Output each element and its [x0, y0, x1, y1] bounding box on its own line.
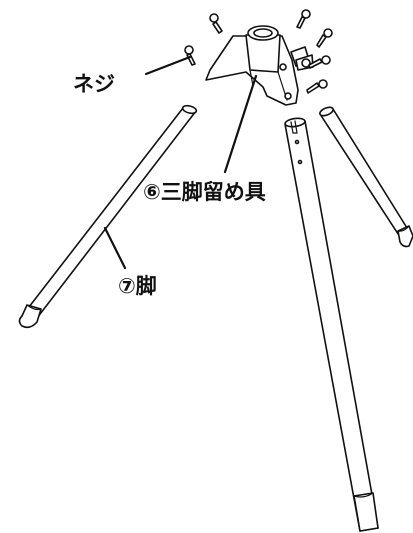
- leg-right: [319, 106, 413, 248]
- screw-icon: [296, 9, 311, 29]
- screw-icon: [308, 55, 331, 69]
- screw-icon: [316, 28, 333, 48]
- tripod-bracket: [205, 25, 314, 106]
- leg-leader-line: [103, 226, 127, 270]
- leg-label: ⑦脚: [118, 274, 157, 298]
- screw-icon: [184, 45, 196, 66]
- screw-label: ネジ: [73, 72, 115, 96]
- screw-icon: [209, 13, 223, 34]
- leg-left: [18, 104, 198, 329]
- screws: [184, 9, 333, 94]
- leg-front: [284, 117, 379, 532]
- bracket-leader-line: [223, 74, 258, 174]
- screw-icon: [306, 79, 328, 94]
- screw-leader-line: [144, 55, 192, 76]
- bracket-label: ⑥三脚留め具: [143, 180, 266, 204]
